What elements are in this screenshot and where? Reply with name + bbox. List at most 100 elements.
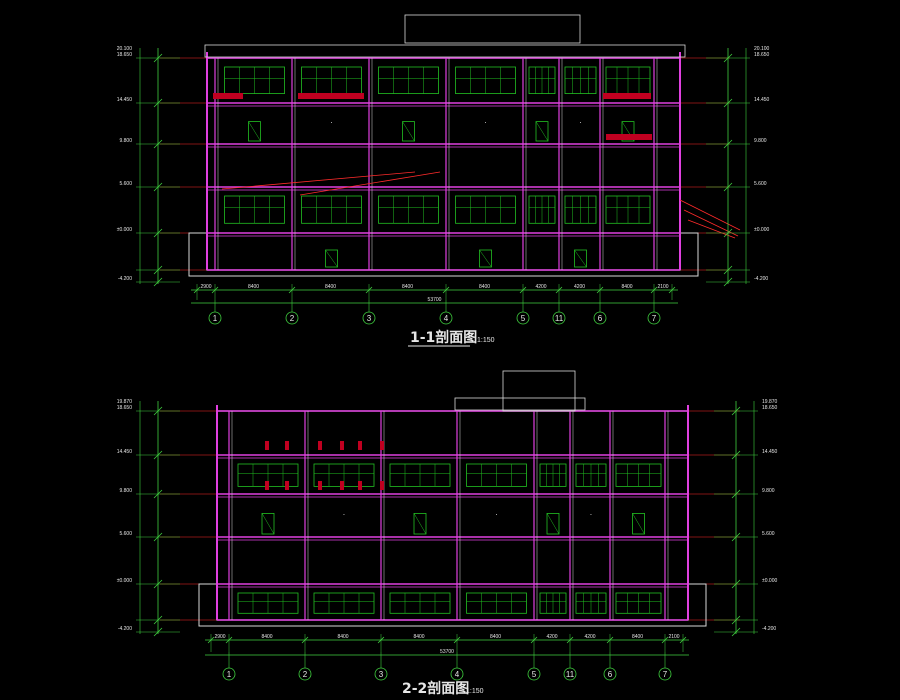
axis-bubble [563,667,577,681]
segment-dimension: 8400 [325,284,336,290]
section-mark [340,481,344,490]
segment-dimension: 8400 [261,634,272,640]
axis-label: 1 [213,314,218,323]
level-label-left: 20.100 [117,46,133,52]
door-frame [325,249,338,268]
total-dimension: 53700 [428,297,442,303]
section-fill [298,93,364,99]
axis-bubble [222,667,236,681]
segment-dimension: 2900 [200,284,211,290]
axis-label: 3 [379,670,384,679]
section-mark [285,441,289,450]
door-swing [479,249,492,268]
section-mark [340,441,344,450]
axis-bubble [208,311,222,325]
level-label-left: -4.200 [118,626,132,632]
level-label-left: 9.800 [119,138,132,144]
level-label-left: ±0.000 [117,227,132,233]
segment-dimension: 8400 [632,634,643,640]
section-1-1-building-body: ··· [160,14,741,277]
level-label-right: 18.650 [762,405,778,411]
axis-label: 5 [532,670,537,679]
section-mark [380,441,384,450]
level-label-left: ±0.000 [117,578,132,584]
section-mark [380,481,384,490]
segment-dimension: 8400 [479,284,490,290]
level-label-right: -4.200 [762,626,776,632]
door-frame [261,513,275,535]
level-label-right: 9.800 [762,488,775,494]
roof-element [502,370,576,412]
section-mark [285,481,289,490]
axis-label: 3 [367,314,372,323]
segment-dimension: 4200 [584,634,595,640]
axis-label: 5 [521,314,526,323]
door-frame [402,121,415,142]
segment-dimension: 4200 [546,634,557,640]
axis-bubble [298,667,312,681]
axis-bubble [439,311,453,325]
axis-bubble [374,667,388,681]
level-label-right: 5.600 [762,531,775,537]
section-fill [606,134,652,140]
room-marker: · [330,118,333,127]
axis-label: 6 [608,670,613,679]
axis-label: 2 [290,314,295,323]
section-1-1-title-block: 1-1剖面图 1:150 [408,329,495,347]
level-label-right: 19.870 [762,399,778,405]
door-swing [261,513,275,535]
door-swing [402,121,415,142]
axis-label: 6 [598,314,603,323]
axis-label: 2 [303,670,308,679]
segment-dimension: 8400 [413,634,424,640]
total-dimension: 53700 [440,649,454,655]
level-label-right: 14.450 [754,97,770,103]
section-mark [318,441,322,450]
room-marker: · [590,510,593,519]
level-label-right: 14.450 [762,449,778,455]
level-label-left: 18.650 [117,52,133,58]
axis-label: 7 [652,314,657,323]
door-swing [248,121,261,142]
level-label-right: 20.100 [754,46,770,52]
segment-dimension: 2900 [214,634,225,640]
segment-dimension: 4200 [535,284,546,290]
section-mark [318,481,322,490]
axis-bubble [603,667,617,681]
axis-bubble [516,311,530,325]
section-2-2-title-block: 2-2剖面图 1:150 [402,680,484,697]
axis-label: 7 [663,670,668,679]
level-label-right: ±0.000 [754,227,769,233]
door-swing [546,513,560,535]
door-frame [546,513,560,535]
roof-element [454,397,586,411]
section-1-1-title: 1-1剖面图 [410,329,477,346]
section-mark [265,481,269,490]
section-fill [603,93,651,99]
door-swing [574,249,587,268]
section-1-1-scale: 1:150 [477,337,495,344]
section-2-2-building-body: ··· [160,370,740,627]
level-label-left: 18.650 [117,405,133,411]
section-mark [265,441,269,450]
level-label-left: 14.450 [117,97,133,103]
axis-bubble [593,311,607,325]
level-label-right: ±0.000 [762,578,777,584]
segment-dimension: 2100 [668,634,679,640]
level-label-left: 19.870 [117,399,133,405]
level-label-right: 9.800 [754,138,767,144]
door-swing [413,513,427,535]
stair-ramp-line [299,171,441,196]
level-label-left: -4.200 [118,276,132,282]
door-frame [479,249,492,268]
room-marker: · [579,118,582,127]
roof-element [404,14,581,44]
axis-label: 11 [566,670,575,679]
door-swing [632,513,645,535]
